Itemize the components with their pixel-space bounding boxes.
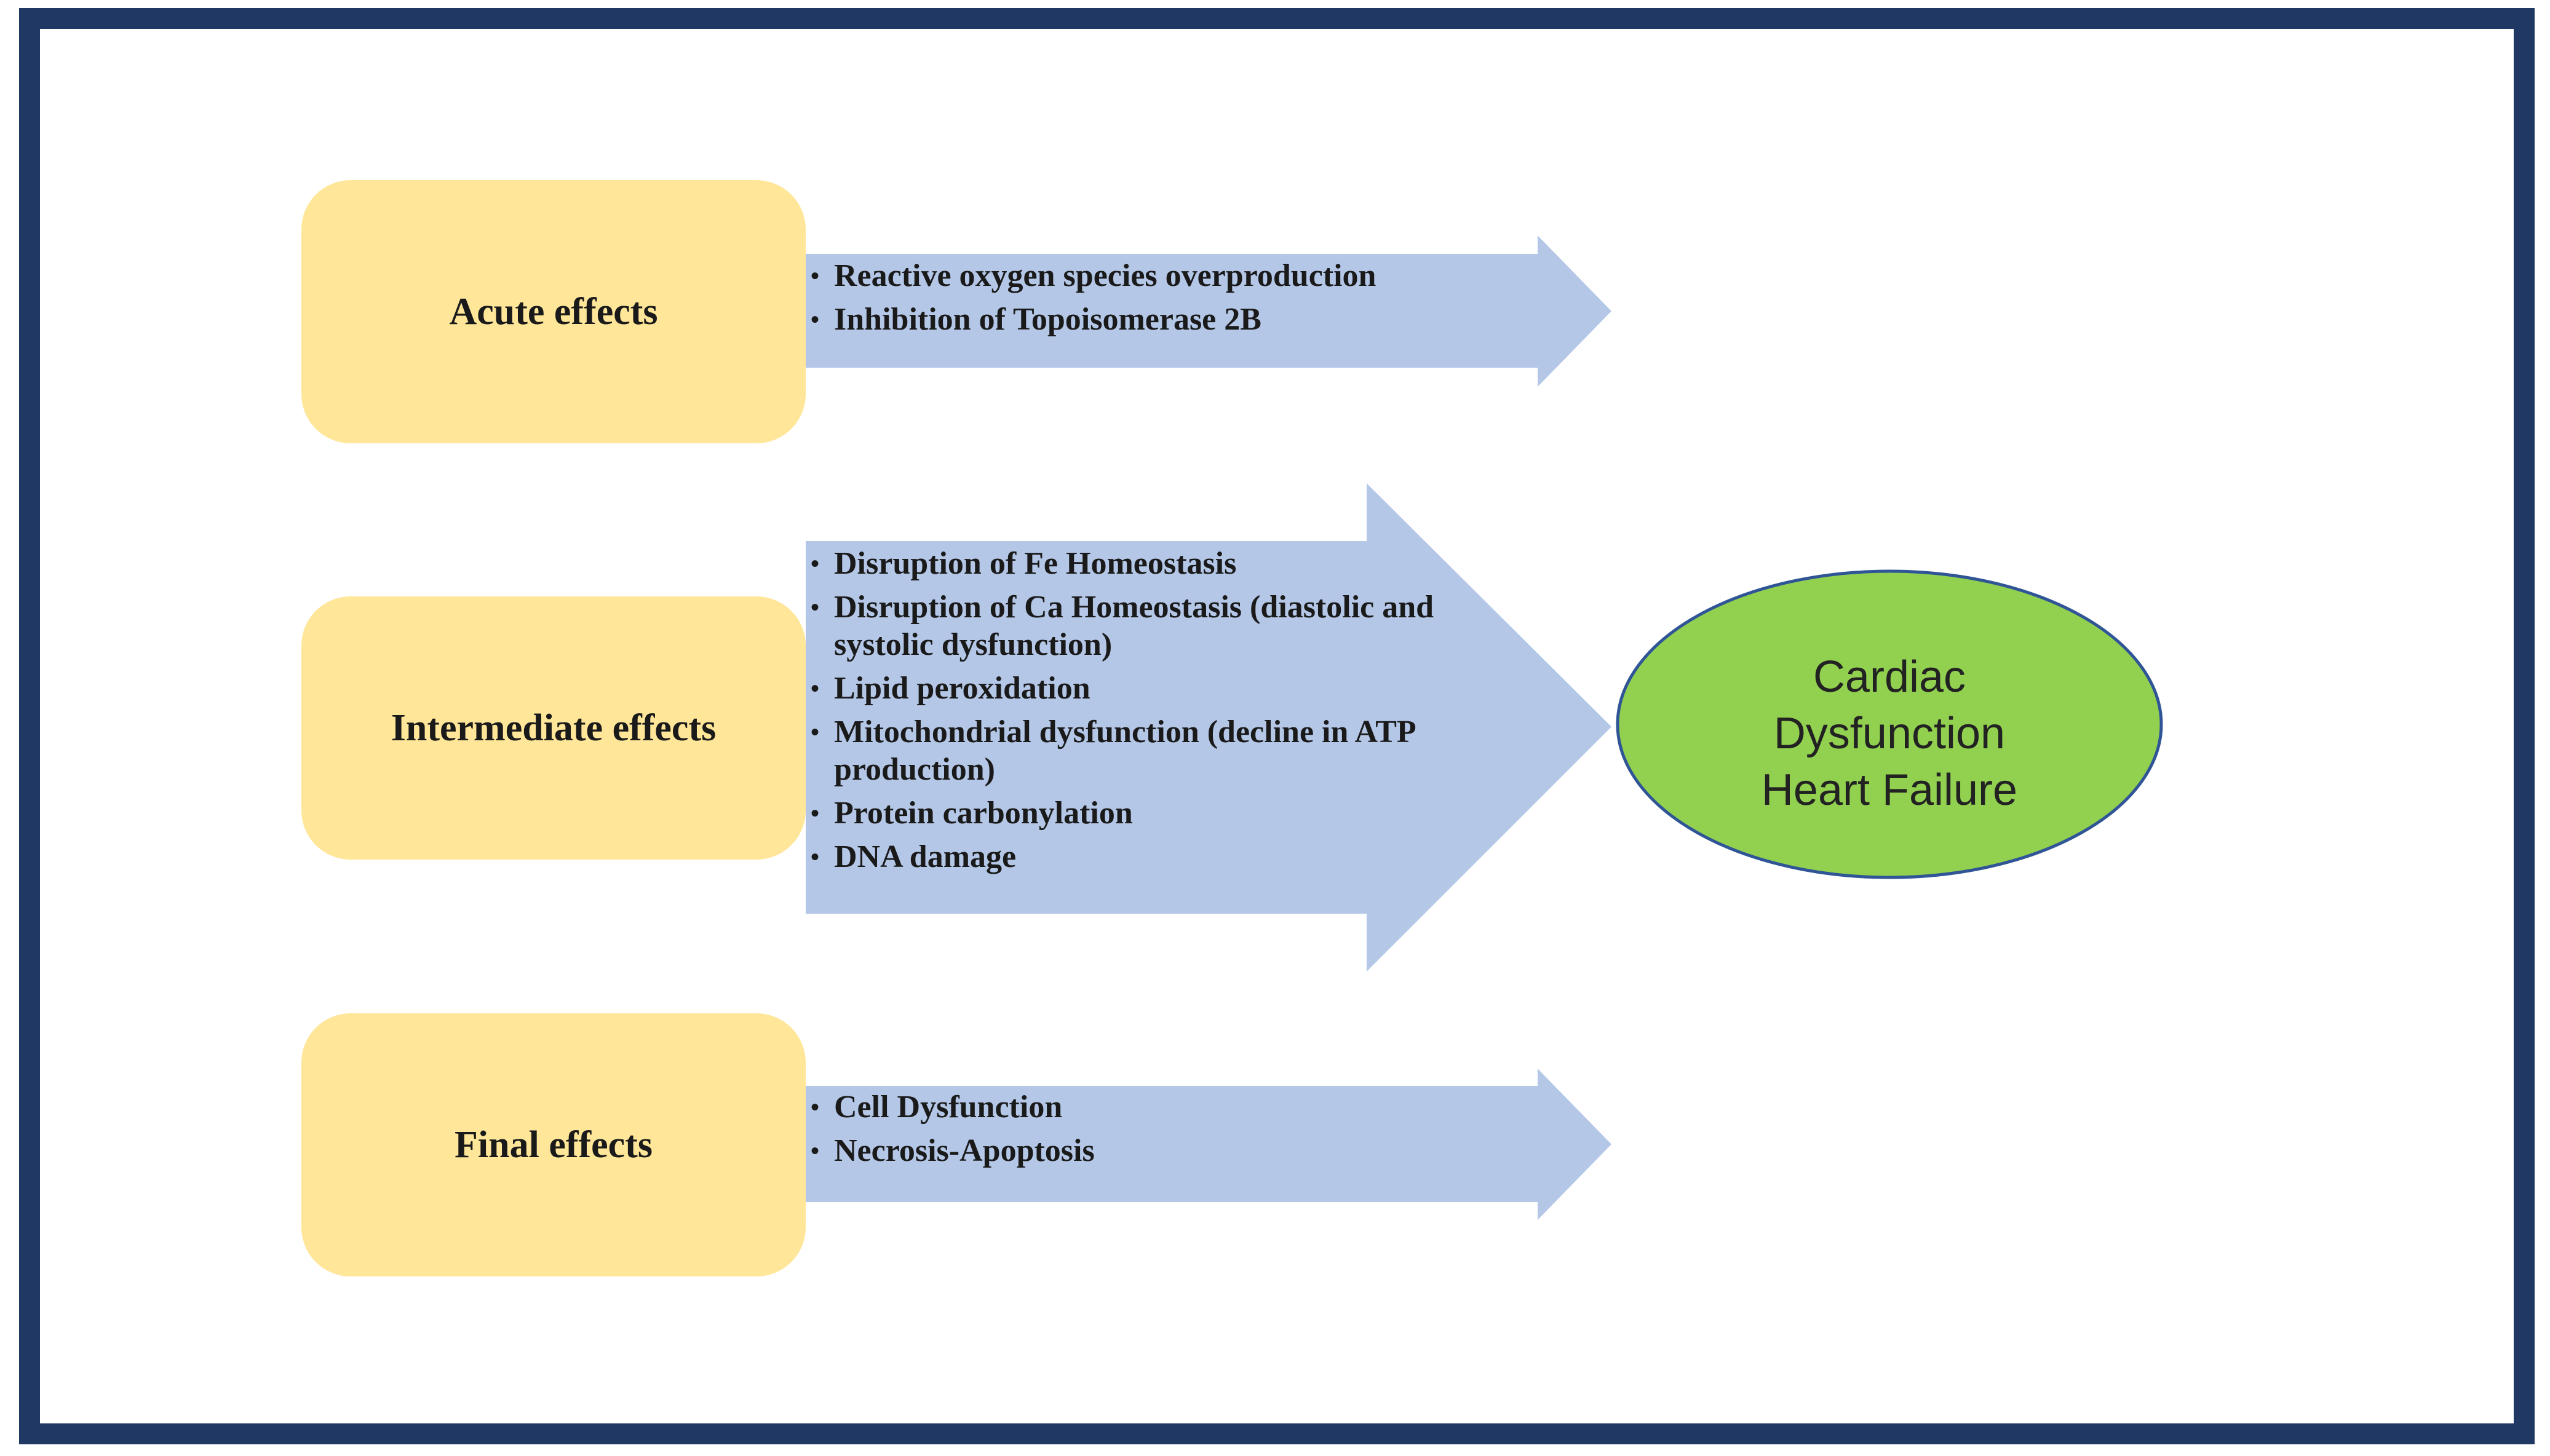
intermediate-effects-list: Disruption of Fe Homeostasis Disruption …: [811, 545, 1456, 882]
list-item: Disruption of Ca Homeostasis (diastolic …: [811, 588, 1456, 663]
outcome-label: Cardiac Dysfunction Heart Failure: [1619, 649, 2160, 818]
list-item: Cell Dysfunction: [811, 1088, 1579, 1126]
outcome-line: Heart Failure: [1761, 766, 2018, 815]
outer-border: [19, 8, 2535, 1444]
intermediate-effects-box: Intermediate effects: [301, 596, 806, 860]
final-effects-box: Final effects: [301, 1013, 806, 1276]
list-item: Inhibition of Topoisomerase 2B: [811, 301, 1579, 338]
final-effects-label: Final effects: [455, 1123, 653, 1166]
list-item: Reactive oxygen species overproduction: [811, 257, 1579, 295]
outcome-ellipse: [1616, 569, 2163, 879]
outcome-line: Cardiac: [1813, 652, 1966, 702]
acute-effects-box: Acute effects: [301, 180, 806, 443]
acute-effects-list: Reactive oxygen species overproduction I…: [811, 257, 1579, 344]
list-item: DNA damage: [811, 838, 1456, 876]
final-effects-list: Cell Dysfunction Necrosis-Apoptosis: [811, 1088, 1579, 1176]
acute-effects-label: Acute effects: [449, 290, 658, 333]
intermediate-effects-label: Intermediate effects: [391, 706, 717, 749]
list-item: Protein carbonylation: [811, 794, 1456, 832]
list-item: Lipid peroxidation: [811, 670, 1456, 707]
list-item: Necrosis-Apoptosis: [811, 1132, 1579, 1169]
list-item: Mitochondrial dysfunction (decline in AT…: [811, 713, 1456, 788]
outcome-line: Dysfunction: [1773, 709, 2006, 758]
list-item: Disruption of Fe Homeostasis: [811, 545, 1456, 582]
